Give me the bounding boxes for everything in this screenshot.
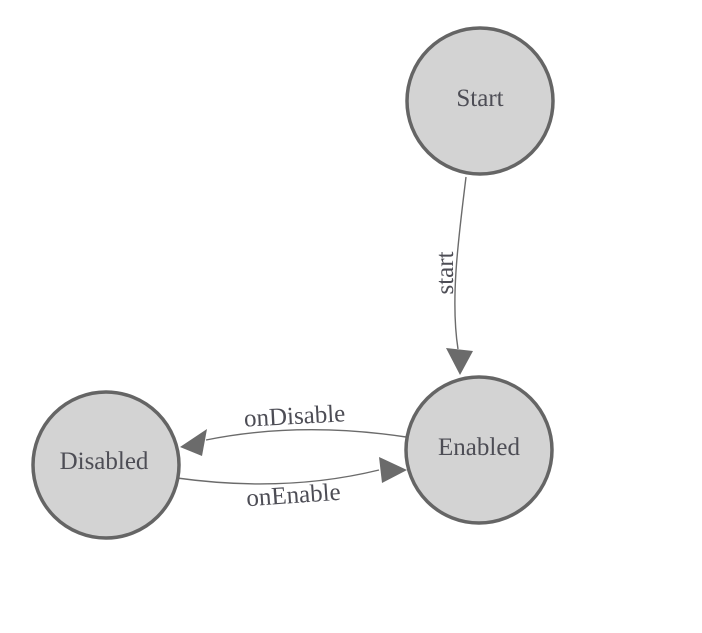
node-enabled-circle[interactable] [404,375,554,525]
node-disabled-label: Disabled [60,448,149,475]
node-enabled[interactable]: Enabled [404,375,554,525]
arrowhead-down-icon [446,348,473,375]
edge-disabled-to-enabled-path [176,469,380,485]
node-enabled-label: Enabled [438,434,520,461]
node-start-label: Start [456,85,503,112]
node-start-circle[interactable] [405,26,555,176]
edge-label-ondisable: onDisable [243,400,346,432]
arrowhead-right-icon [379,457,407,483]
node-disabled[interactable]: Disabled [31,390,181,540]
edge-label-start: start [432,251,459,294]
edge-start-to-enabled-path [454,176,467,350]
arrowhead-left-icon [180,429,207,456]
node-start[interactable]: Start [405,26,555,176]
node-disabled-circle[interactable] [31,390,181,540]
edge-label-onenable: onEnable [245,479,341,513]
edge-start-to-enabled: start [432,176,473,375]
edge-enabled-to-disabled-path [205,428,407,441]
edge-disabled-to-enabled: onEnable [176,457,407,513]
edge-enabled-to-disabled: onDisable [180,400,407,456]
